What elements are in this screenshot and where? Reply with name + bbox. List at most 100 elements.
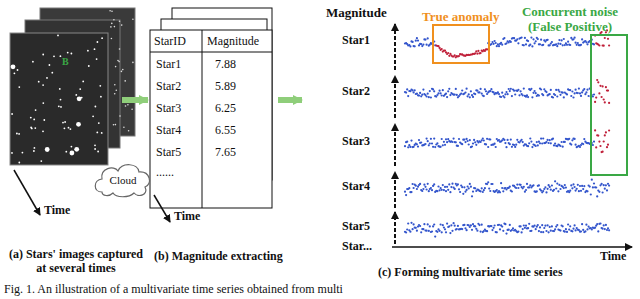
- dot: [408, 187, 410, 189]
- dot: [486, 138, 488, 140]
- dot: [592, 186, 594, 188]
- dot: [547, 39, 549, 41]
- dot: [540, 231, 542, 233]
- dot: [516, 38, 518, 40]
- dot: [550, 230, 552, 232]
- dot: [529, 184, 531, 186]
- dot: [554, 94, 556, 96]
- dot: [446, 141, 448, 143]
- dot: [557, 143, 559, 145]
- dot: [439, 230, 441, 232]
- dot: [442, 89, 444, 91]
- dot: [439, 90, 441, 92]
- dot: [461, 89, 463, 91]
- dot: [483, 95, 485, 97]
- dot: [448, 55, 450, 57]
- dot: [517, 231, 519, 233]
- dot: [474, 225, 476, 227]
- dot: [556, 45, 558, 47]
- dot: [414, 45, 416, 47]
- dot: [525, 189, 527, 191]
- dot: [454, 54, 456, 56]
- dot: [596, 79, 598, 81]
- dot: [505, 42, 507, 44]
- dot: [446, 96, 448, 98]
- dot: [415, 185, 417, 187]
- dot: [87, 50, 89, 52]
- dot: [607, 144, 609, 146]
- label: Star1: [156, 58, 181, 72]
- dot: [95, 106, 97, 108]
- star-images: [10, 8, 135, 165]
- dot: [74, 147, 79, 152]
- dot: [535, 40, 537, 42]
- dot: [65, 151, 67, 153]
- dot: [49, 64, 51, 66]
- dot: [414, 89, 416, 91]
- dot: [574, 138, 576, 140]
- dot: [493, 190, 495, 192]
- dot: [447, 189, 449, 191]
- dot: [40, 160, 42, 162]
- dot: [578, 190, 580, 192]
- dot: [483, 189, 485, 191]
- dot: [516, 139, 518, 141]
- dot: [507, 93, 509, 95]
- dot: [486, 230, 488, 232]
- node-text: Cloud: [110, 174, 137, 186]
- dot: [547, 224, 549, 226]
- dot: [557, 43, 559, 45]
- dot: [503, 187, 505, 189]
- dot: [549, 93, 551, 95]
- dot: [531, 146, 533, 148]
- dot: [456, 94, 458, 96]
- dot: [518, 94, 520, 96]
- dot: [442, 144, 444, 146]
- dot: [485, 143, 487, 145]
- dot: [585, 224, 587, 226]
- dot: [608, 102, 610, 104]
- dot: [592, 144, 594, 146]
- dot: [580, 95, 582, 97]
- dot: [427, 183, 429, 185]
- dot: [542, 44, 544, 46]
- dot: [453, 222, 455, 224]
- dot: [607, 90, 609, 92]
- dot: [510, 139, 512, 141]
- dot: [475, 144, 477, 146]
- dot: [593, 182, 595, 184]
- dot: [502, 230, 504, 232]
- dot: [552, 44, 554, 46]
- dot: [500, 96, 502, 98]
- dot: [449, 232, 451, 234]
- dot: [422, 144, 424, 146]
- dot: [442, 224, 444, 226]
- dot: [417, 146, 419, 148]
- dot: [127, 104, 129, 106]
- dot: [566, 44, 568, 46]
- dot: [70, 151, 75, 156]
- dot: [599, 85, 601, 87]
- dot: [521, 36, 523, 38]
- dot: [594, 227, 596, 229]
- flow-arrow: [278, 97, 302, 103]
- dot: [582, 188, 584, 190]
- dot: [446, 186, 448, 188]
- dot: [472, 223, 474, 225]
- dot: [51, 72, 53, 74]
- dot: [536, 190, 538, 192]
- dot: [429, 90, 431, 92]
- dot: [580, 230, 582, 232]
- dot: [594, 129, 596, 131]
- dot: [575, 144, 577, 146]
- dot: [549, 139, 551, 141]
- figure-caption: Fig. 1. An illustration of a multivariat…: [4, 283, 343, 297]
- dot: [596, 195, 598, 197]
- dot: [579, 146, 581, 148]
- dot: [125, 105, 127, 107]
- label: Star3: [156, 102, 181, 116]
- dot: [119, 48, 121, 50]
- dot: [579, 231, 581, 233]
- dot: [35, 109, 37, 111]
- dot: [64, 121, 66, 123]
